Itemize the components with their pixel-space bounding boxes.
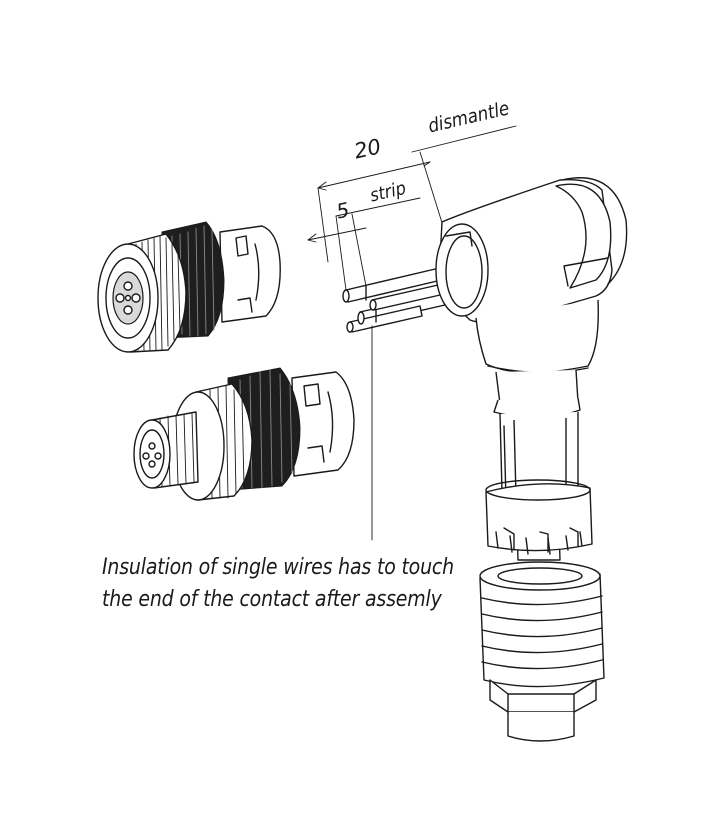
stripped-wires [342,265,463,333]
assembly-note-line-2: the end of the contact after assemly [102,587,442,612]
male-connector [133,367,355,501]
threaded-nut [479,561,605,742]
clamping-ring [485,479,593,555]
female-connector [97,221,281,353]
angled-housing [435,177,628,419]
assembly-note-line-1: Insulation of single wires has to touch [102,555,454,580]
cable-insert [499,412,579,561]
assembly-note: Insulation of single wires has to touch … [102,552,618,616]
